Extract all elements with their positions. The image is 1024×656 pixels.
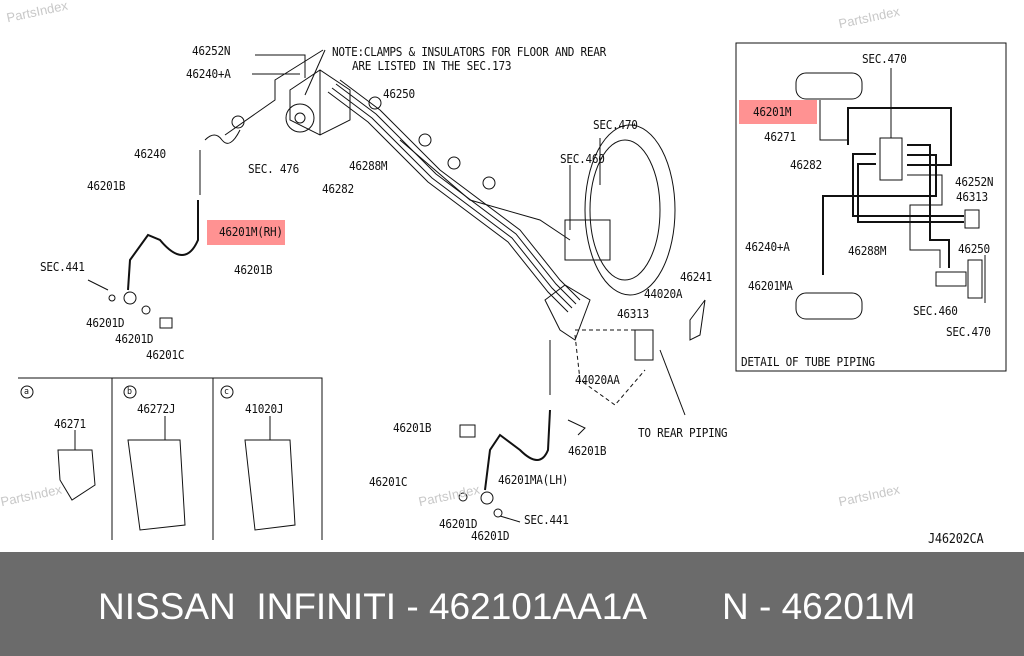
label-46201C: 46201C (146, 348, 185, 362)
label-46313: 46313 (617, 307, 649, 321)
label-46201B: 46201B (393, 421, 432, 435)
detail-46271: 46271 (764, 130, 796, 144)
oem-part-number: N - 46201M (722, 586, 916, 627)
label-46241: 46241 (680, 270, 712, 284)
label-44020A: 44020A (644, 287, 683, 301)
label-sec441: SEC.441 (40, 260, 85, 274)
note-line2: ARE LISTED IN THE SEC.173 (352, 59, 512, 73)
detail-46201MA: 46201MA (748, 279, 793, 293)
label-46250: 46250 (383, 87, 415, 101)
label-46201D: 46201D (439, 517, 478, 531)
label-46201B: 46201B (87, 179, 126, 193)
detail-frame (735, 42, 1007, 372)
detail-sec470-bottom: SEC.470 (946, 325, 991, 339)
detail-sec460: SEC.460 (913, 304, 958, 318)
label-46201D: 46201D (471, 529, 510, 543)
label-46271: 46271 (54, 417, 86, 431)
detail-46240A: 46240+A (745, 240, 790, 254)
label-46201C: 46201C (369, 475, 408, 489)
label-sec460: SEC.460 (560, 152, 605, 166)
detail-title: DETAIL OF TUBE PIPING (741, 355, 875, 369)
detail-46288M: 46288M (848, 244, 887, 258)
clip-letter-b: b (127, 387, 132, 397)
highlight-46201M-detail (739, 100, 817, 124)
diagram-code: J46202CA (928, 532, 984, 547)
label-46201D: 46201D (115, 332, 154, 346)
clip-letter-a: a (24, 387, 29, 397)
label-46252N: 46252N (192, 44, 231, 58)
label-46240: 46240 (134, 147, 166, 161)
label-sec441: SEC.441 (524, 513, 569, 527)
detail-sec470-top: SEC.470 (862, 52, 907, 66)
label-46201B: 46201B (568, 444, 607, 458)
clip-letter-c: c (224, 387, 229, 397)
label-46201MA-lh: 46201MA(LH) (498, 473, 569, 487)
label-sec470: SEC.470 (593, 118, 638, 132)
clip-frame (18, 377, 323, 540)
label-46240A: 46240+A (186, 67, 231, 81)
label-sec476: SEC. 476 (248, 162, 299, 176)
note-line1: NOTE:CLAMPS & INSULATORS FOR FLOOR AND R… (332, 45, 606, 59)
brand-part-number: NISSAN INFINITI - 462101AA1A (98, 586, 648, 627)
diagram-linework (18, 42, 1007, 540)
label-46288M: 46288M (349, 159, 388, 173)
detail-46250: 46250 (958, 242, 990, 256)
detail-46313: 46313 (956, 190, 988, 204)
label-46272J: 46272J (137, 402, 176, 416)
detail-46282: 46282 (790, 158, 822, 172)
detail-46252N: 46252N (955, 175, 994, 189)
part-number-footer: NISSAN INFINITI - 462101AA1A N - 46201M (0, 552, 1024, 656)
label-46201M-rh: 46201M(RH) (219, 225, 283, 239)
highlight-46201M-rh (207, 220, 285, 245)
label-46201B: 46201B (234, 263, 273, 277)
label-41020J: 41020J (245, 402, 284, 416)
parts-diagram: NOTE:CLAMPS & INSULATORS FOR FLOOR AND R… (0, 0, 1007, 547)
detail-46201M: 46201M (753, 105, 792, 119)
label-44020AA: 44020AA (575, 373, 620, 387)
label-to-rear-piping: TO REAR PIPING (638, 426, 728, 440)
label-46201D: 46201D (86, 316, 125, 330)
label-46282: 46282 (322, 182, 354, 196)
